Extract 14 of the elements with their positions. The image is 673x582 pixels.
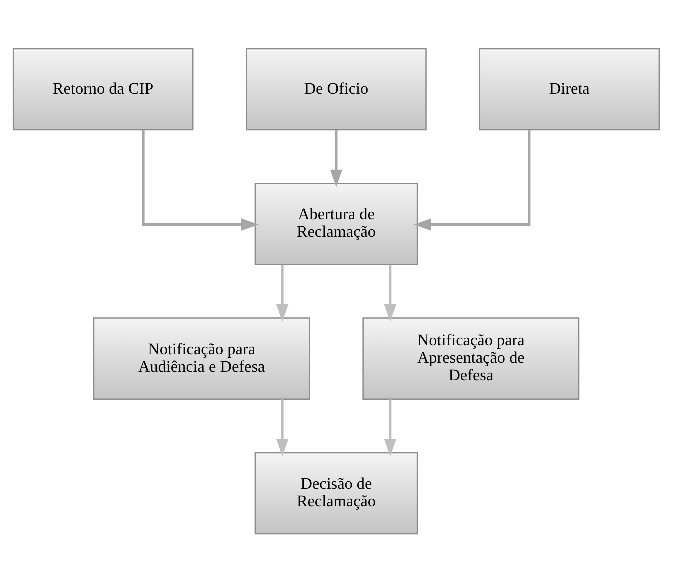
node-box: Abertura de Reclamação [254, 182, 418, 265]
arrow [414, 130, 531, 230]
arrow [330, 130, 343, 187]
node-box: Notificação para Audiência e Defesa [93, 317, 310, 400]
arrow [276, 264, 289, 322]
node-box: Direta [479, 48, 660, 130]
node-box: Retorno da CIP [12, 48, 194, 130]
node-box: Notificação para Apresentação de Defesa [362, 317, 580, 400]
arrow [384, 264, 397, 322]
node-box: De Oficio [246, 48, 427, 130]
arrow [276, 399, 289, 456]
arrow [142, 130, 259, 230]
arrow [384, 399, 397, 456]
node-box: Decisão de Reclamação [254, 452, 418, 534]
